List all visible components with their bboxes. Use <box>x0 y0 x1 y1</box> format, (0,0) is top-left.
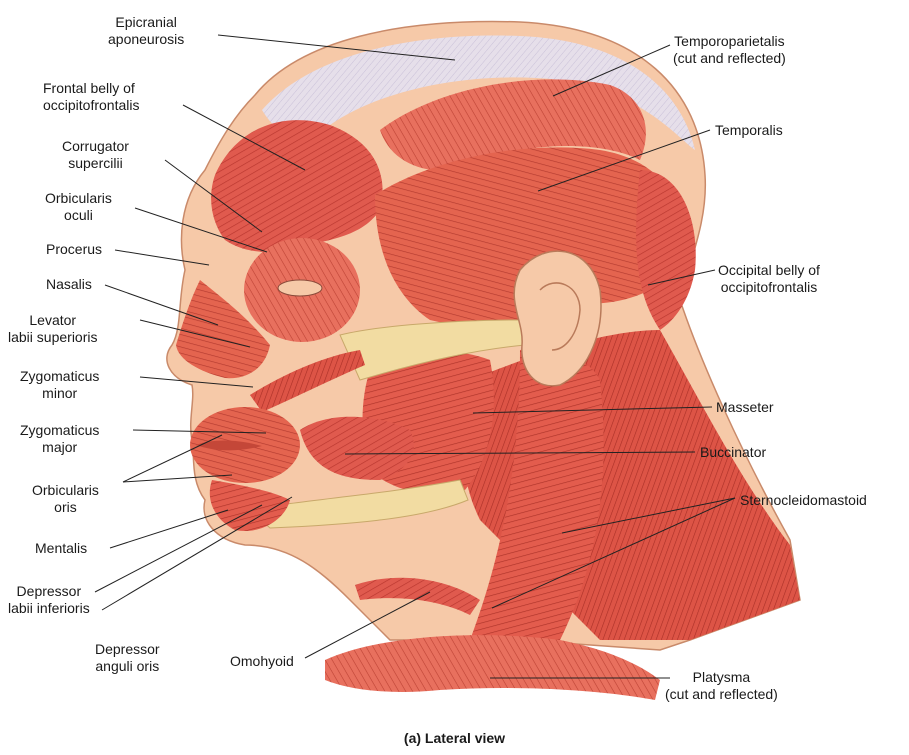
label-line: labii superioris <box>8 329 97 346</box>
label-masseter: Masseter <box>716 399 774 416</box>
label-line: (cut and reflected) <box>673 50 786 67</box>
label-zygomaticus-major: Zygomaticus major <box>20 422 99 456</box>
label-line: Zygomaticus <box>20 422 99 439</box>
label-temporoparietalis: Temporoparietalis (cut and reflected) <box>673 33 786 67</box>
label-line: (cut and reflected) <box>665 686 778 703</box>
label-line: supercilii <box>62 155 129 172</box>
label-line: major <box>20 439 99 456</box>
label-line: Frontal belly of <box>43 80 140 97</box>
label-line: Occipital belly of <box>718 262 820 279</box>
label-line: Temporalis <box>715 122 783 139</box>
label-orbicularis-oris: Orbicularis oris <box>32 482 99 516</box>
label-line: Orbicularis <box>45 190 112 207</box>
label-nasalis: Nasalis <box>46 276 92 293</box>
label-occipital-belly: Occipital belly of occipitofrontalis <box>718 262 820 296</box>
label-zygomaticus-minor: Zygomaticus minor <box>20 368 99 402</box>
label-line: anguli oris <box>95 658 160 675</box>
label-line: Temporoparietalis <box>673 33 786 50</box>
label-line: oculi <box>45 207 112 224</box>
label-line: Nasalis <box>46 276 92 293</box>
label-procerus: Procerus <box>46 241 102 258</box>
label-line: Corrugator <box>62 138 129 155</box>
label-epicranial-aponeurosis: Epicranial aponeurosis <box>108 14 184 48</box>
label-orbicularis-oculi: Orbicularis oculi <box>45 190 112 224</box>
label-temporalis: Temporalis <box>715 122 783 139</box>
label-corrugator-supercilii: Corrugator supercilii <box>62 138 129 172</box>
label-line: minor <box>20 385 99 402</box>
label-line: aponeurosis <box>108 31 184 48</box>
label-frontal-belly: Frontal belly of occipitofrontalis <box>43 80 140 114</box>
leader-depressor-anguli <box>102 497 292 610</box>
label-line: occipitofrontalis <box>43 97 140 114</box>
label-line: oris <box>32 499 99 516</box>
label-line: Mentalis <box>35 540 87 557</box>
label-sternocleidomastoid: Sternocleidomastoid <box>740 492 867 509</box>
label-buccinator: Buccinator <box>700 444 766 461</box>
label-line: Epicranial <box>108 14 184 31</box>
leader-mentalis <box>110 510 228 548</box>
label-line: Platysma <box>665 669 778 686</box>
label-line: labii inferioris <box>8 600 90 617</box>
label-line: Procerus <box>46 241 102 258</box>
label-line: Depressor <box>95 641 160 658</box>
label-line: Buccinator <box>700 444 766 461</box>
label-platysma: Platysma (cut and reflected) <box>665 669 778 703</box>
label-line: Depressor <box>8 583 90 600</box>
label-line: Orbicularis <box>32 482 99 499</box>
label-levator-labii-superioris: Levator labii superioris <box>8 312 97 346</box>
label-mentalis: Mentalis <box>35 540 87 557</box>
leader-depressor-labii <box>95 505 262 592</box>
label-omohyoid: Omohyoid <box>230 653 294 670</box>
label-depressor-labii-inferioris: Depressor labii inferioris <box>8 583 90 617</box>
eye <box>278 280 322 296</box>
label-line: Masseter <box>716 399 774 416</box>
label-depressor-anguli-oris: Depressor anguli oris <box>95 641 160 675</box>
label-line: Sternocleidomastoid <box>740 492 867 509</box>
label-line: Levator <box>8 312 97 329</box>
label-line: Omohyoid <box>230 653 294 670</box>
label-line: occipitofrontalis <box>718 279 820 296</box>
label-line: Zygomaticus <box>20 368 99 385</box>
figure-caption: (a) Lateral view <box>0 730 909 746</box>
